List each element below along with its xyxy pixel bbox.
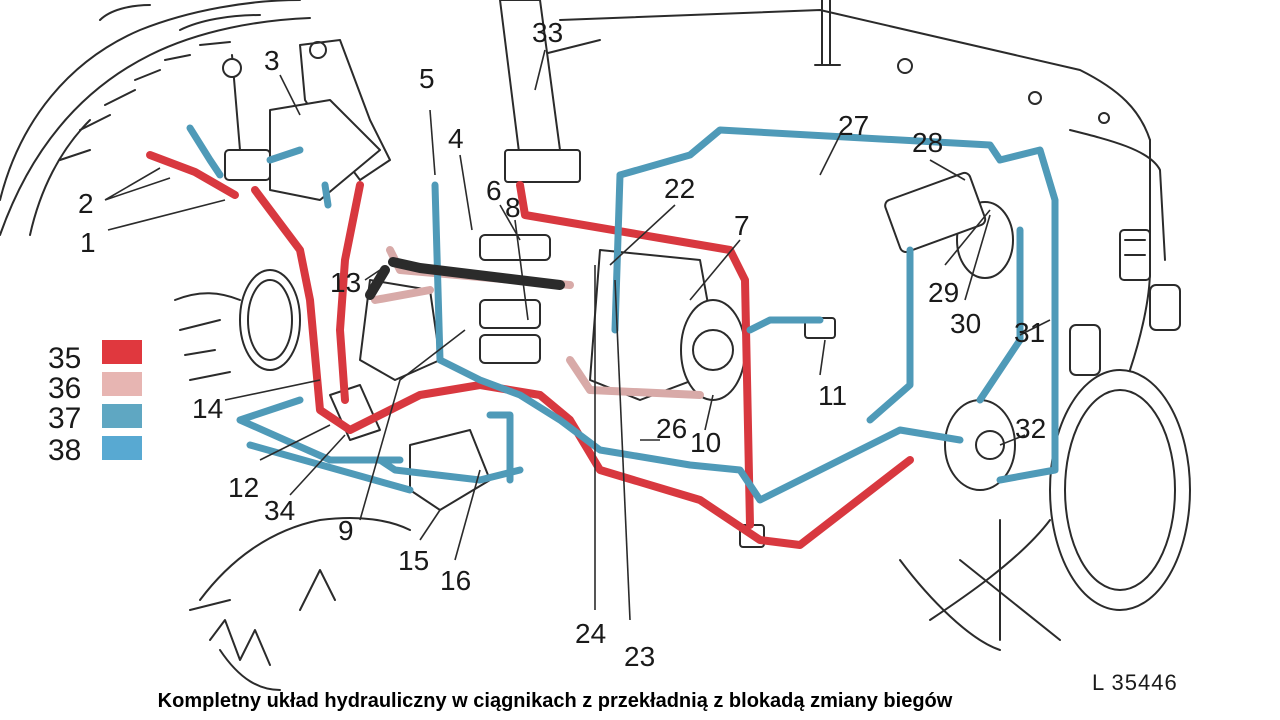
legend-number-38: 38 [48,434,81,467]
legend-number-35: 35 [48,342,81,375]
legend-swatch-35 [102,340,142,364]
tractor-hood [519,0,1181,376]
callout-labels: 1 2 3 4 5 6 7 8 9 10 11 12 13 14 15 16 2… [78,17,1046,672]
callout-10: 10 [690,427,721,458]
callout-13: 13 [330,267,361,298]
callout-27: 27 [838,110,869,141]
callout-23: 23 [624,641,655,672]
callout-2: 2 [78,188,94,219]
legend-swatch-37 [102,404,142,428]
tubes-dark [365,257,565,300]
callout-34: 34 [264,495,295,526]
callout-32: 32 [1015,413,1046,444]
front-wheel-right [899,369,1191,651]
callout-6: 6 [486,175,502,206]
callout-33: 33 [532,17,563,48]
legend-swatch-38 [102,436,142,460]
callout-24: 24 [575,618,606,649]
legend-number-37: 37 [48,402,81,435]
rear-tyre-left [0,0,311,236]
hydraulic-components [239,171,1016,548]
callout-1: 1 [80,227,96,258]
callout-29: 29 [928,277,959,308]
callout-14: 14 [192,393,223,424]
leader-lines [104,49,1051,621]
callout-11: 11 [818,380,847,411]
legend-number-36: 36 [48,372,81,405]
callout-28: 28 [912,127,943,158]
callout-30: 30 [950,308,981,339]
callout-9: 9 [338,515,354,546]
callout-26: 26 [656,413,687,444]
legend: 35 36 37 38 [48,340,142,467]
callout-8: 8 [505,192,521,223]
diagram-caption: Kompletny układ hydrauliczny w ciągnikac… [157,690,953,712]
callout-15: 15 [398,545,429,576]
callout-22: 22 [664,173,695,204]
callout-31: 31 [1014,317,1045,348]
callout-7: 7 [734,210,750,241]
callout-4: 4 [448,123,464,154]
front-tyre-left [174,292,411,691]
callout-12: 12 [228,472,259,503]
gear-lever [499,0,581,183]
callout-3: 3 [264,45,280,76]
callout-16: 16 [440,565,471,596]
valve-stack [479,234,551,364]
legend-swatch-36 [102,372,142,396]
callout-5: 5 [419,63,435,94]
reference-code: L 35446 [1092,670,1178,695]
lift-arms [222,39,391,201]
